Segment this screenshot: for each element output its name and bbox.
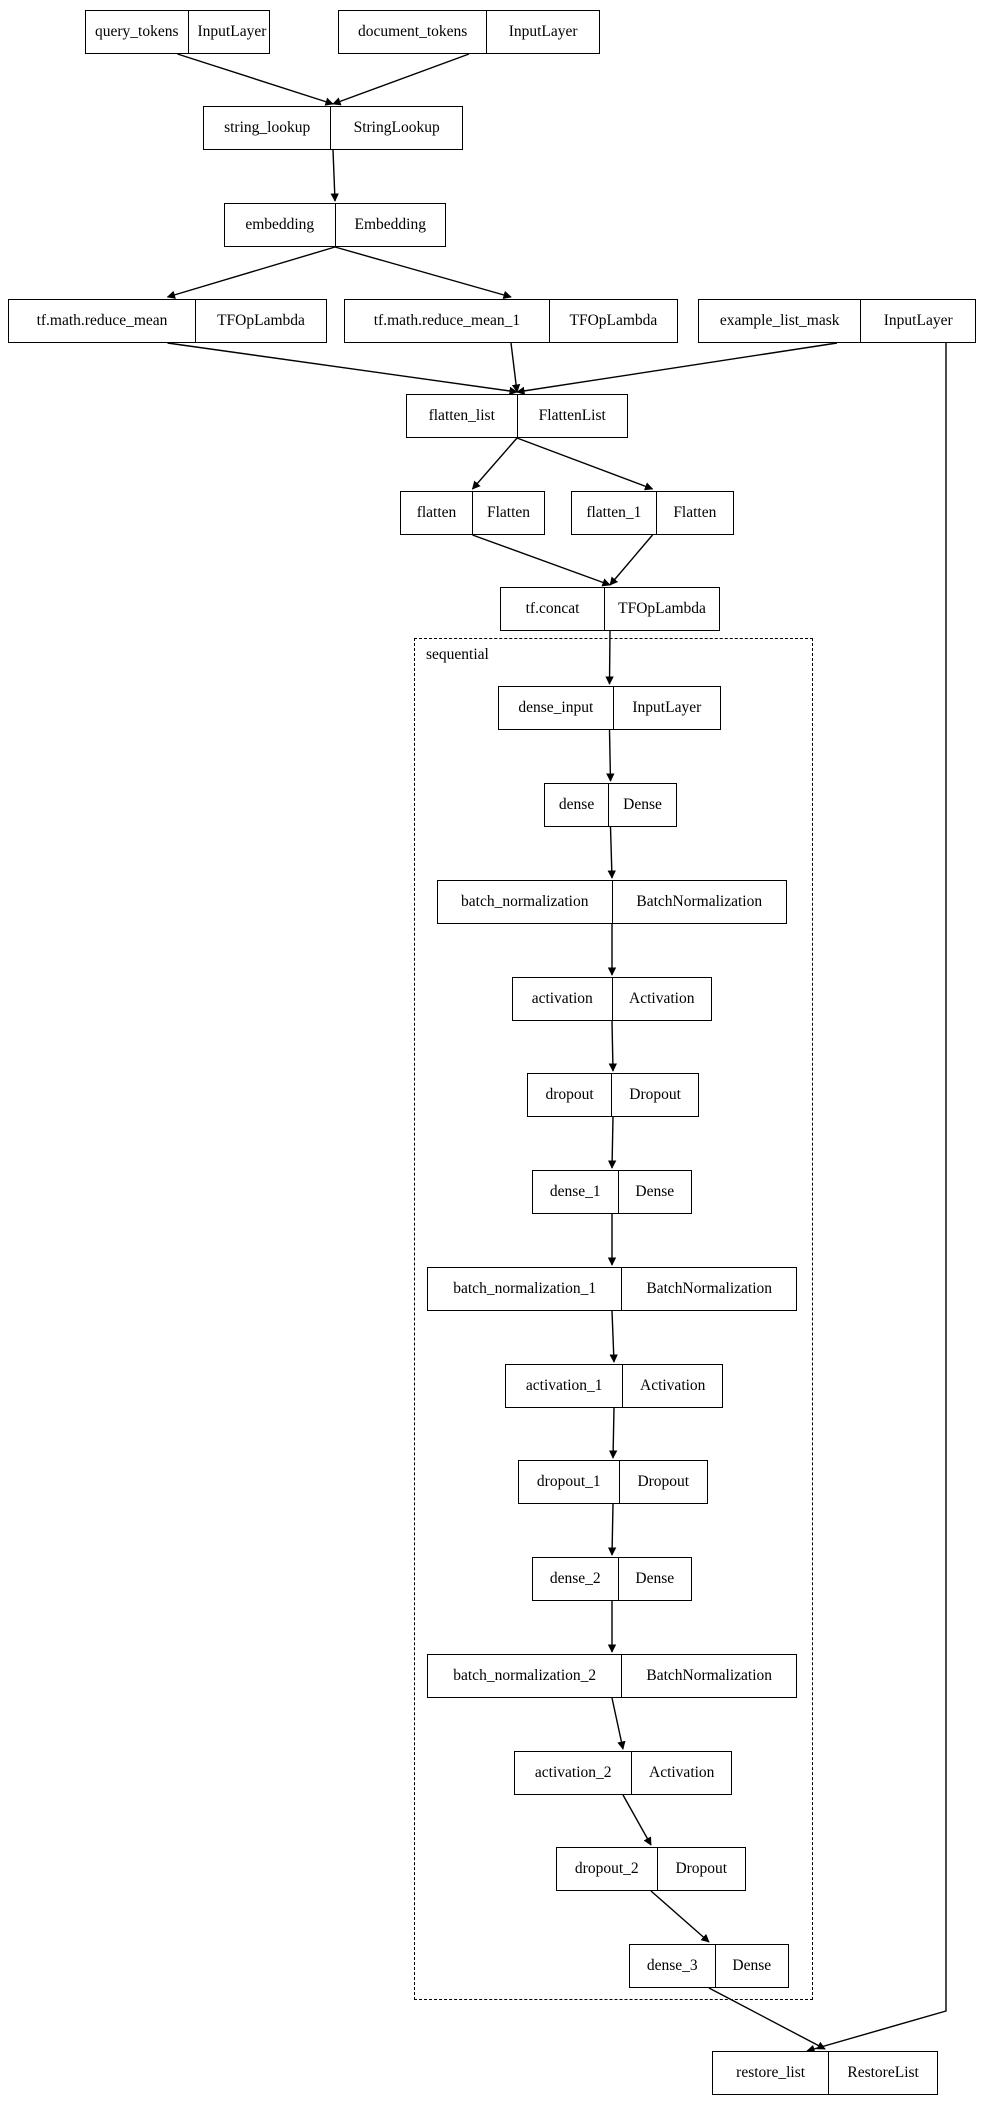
node-dense_input: dense_input InputLayer — [498, 686, 721, 730]
node-class-example_list_mask: InputLayer — [883, 312, 953, 330]
node-name-tf.concat: tf.concat — [501, 588, 606, 630]
node-dropout_1: dropout_1 Dropout — [518, 1460, 708, 1504]
node-class-tf.concat: TFOpLambda — [618, 600, 706, 618]
node-dense: dense Dense — [544, 783, 677, 827]
node-name-tf.math.reduce_mean: tf.math.reduce_mean — [9, 300, 196, 342]
node-name-flatten: flatten — [401, 492, 473, 534]
node-class-tf.math.reduce_mean_1: TFOpLambda — [569, 312, 658, 330]
node-flatten_1: flatten_1 Flatten — [571, 491, 734, 535]
node-class-batch_normalization_1: BatchNormalization — [646, 1280, 773, 1298]
node-name-tf.math.reduce_mean_1: tf.math.reduce_mean_1 — [345, 300, 550, 342]
node-dense_2: dense_2 Dense — [532, 1557, 692, 1601]
node-example_list_mask: example_list_mask InputLayer — [698, 299, 976, 343]
node-class-dropout: Dropout — [629, 1086, 681, 1104]
node-class-dense_2: Dense — [635, 1570, 675, 1588]
node-name-dense_1: dense_1 — [533, 1171, 619, 1213]
node-name-flatten_list: flatten_list — [407, 395, 518, 437]
node-string_lookup: string_lookup StringLookup — [203, 106, 463, 150]
node-name-batch_normalization_2: batch_normalization_2 — [428, 1655, 623, 1697]
node-flatten: flatten Flatten — [400, 491, 545, 535]
node-name-dropout_2: dropout_2 — [557, 1848, 658, 1890]
node-class-dropout_2: Dropout — [675, 1860, 728, 1878]
node-document_tokens: document_tokens InputLayer — [338, 10, 600, 54]
node-activation_1: activation_1 Activation — [505, 1364, 723, 1408]
node-embedding: embedding Embedding — [224, 203, 446, 247]
node-activation_2: activation_2 Activation — [514, 1751, 732, 1795]
node-class-dense_input: InputLayer — [632, 699, 702, 717]
node-class-activation_2: Activation — [649, 1764, 715, 1782]
node-class-dense: Dense — [623, 796, 662, 814]
node-restore_list: restore_list RestoreList — [712, 2051, 938, 2095]
node-name-document_tokens: document_tokens — [339, 11, 488, 53]
node-name-string_lookup: string_lookup — [204, 107, 332, 149]
node-activation: activation Activation — [512, 977, 712, 1021]
node-tf.concat: tf.concat TFOpLambda — [500, 587, 720, 631]
node-name-example_list_mask: example_list_mask — [699, 300, 862, 342]
node-flatten_list: flatten_list FlattenList — [406, 394, 628, 438]
node-class-batch_normalization: BatchNormalization — [636, 893, 763, 911]
node-batch_normalization_1: batch_normalization_1 BatchNormalization — [427, 1267, 797, 1311]
node-class-batch_normalization_2: BatchNormalization — [646, 1667, 773, 1685]
node-class-string_lookup: StringLookup — [353, 119, 440, 137]
node-class-dense_3: Dense — [732, 1957, 772, 1975]
node-class-activation_1: Activation — [640, 1377, 706, 1395]
node-name-dense_2: dense_2 — [533, 1558, 619, 1600]
node-name-dense: dense — [545, 784, 610, 826]
node-query_tokens: query_tokens InputLayer — [85, 10, 270, 54]
node-class-dropout_1: Dropout — [637, 1473, 690, 1491]
node-name-dense_input: dense_input — [499, 687, 614, 729]
node-name-dropout: dropout — [528, 1074, 613, 1116]
node-batch_normalization_2: batch_normalization_2 BatchNormalization — [427, 1654, 797, 1698]
node-class-flatten: Flatten — [486, 504, 531, 522]
node-class-query_tokens: InputLayer — [197, 23, 267, 41]
node-class-tf.math.reduce_mean: TFOpLambda — [217, 312, 305, 330]
node-dropout: dropout Dropout — [527, 1073, 699, 1117]
cluster-label-sequential: sequential — [424, 646, 491, 664]
node-batch_normalization: batch_normalization BatchNormalization — [437, 880, 787, 924]
node-name-restore_list: restore_list — [713, 2052, 830, 2094]
node-class-restore_list: RestoreList — [847, 2064, 919, 2082]
node-dropout_2: dropout_2 Dropout — [556, 1847, 746, 1891]
node-name-query_tokens: query_tokens — [86, 11, 189, 53]
node-class-flatten_list: FlattenList — [538, 407, 606, 425]
node-class-flatten_1: Flatten — [673, 504, 717, 522]
node-name-dense_3: dense_3 — [630, 1945, 716, 1987]
node-tf.math.reduce_mean: tf.math.reduce_mean TFOpLambda — [8, 299, 327, 343]
node-name-embedding: embedding — [225, 204, 336, 246]
cluster-sequential — [414, 638, 813, 2000]
node-name-activation_1: activation_1 — [506, 1365, 624, 1407]
node-class-document_tokens: InputLayer — [508, 23, 578, 41]
node-tf.math.reduce_mean_1: tf.math.reduce_mean_1 TFOpLambda — [344, 299, 678, 343]
node-class-activation: Activation — [629, 990, 695, 1008]
node-name-flatten_1: flatten_1 — [572, 492, 657, 534]
node-name-dropout_1: dropout_1 — [519, 1461, 620, 1503]
node-name-activation: activation — [513, 978, 613, 1020]
node-dense_1: dense_1 Dense — [532, 1170, 692, 1214]
node-name-activation_2: activation_2 — [515, 1752, 633, 1794]
node-class-embedding: Embedding — [354, 216, 426, 234]
node-name-batch_normalization_1: batch_normalization_1 — [428, 1268, 623, 1310]
node-dense_3: dense_3 Dense — [629, 1944, 789, 1988]
node-class-dense_1: Dense — [635, 1183, 675, 1201]
node-name-batch_normalization: batch_normalization — [438, 881, 613, 923]
